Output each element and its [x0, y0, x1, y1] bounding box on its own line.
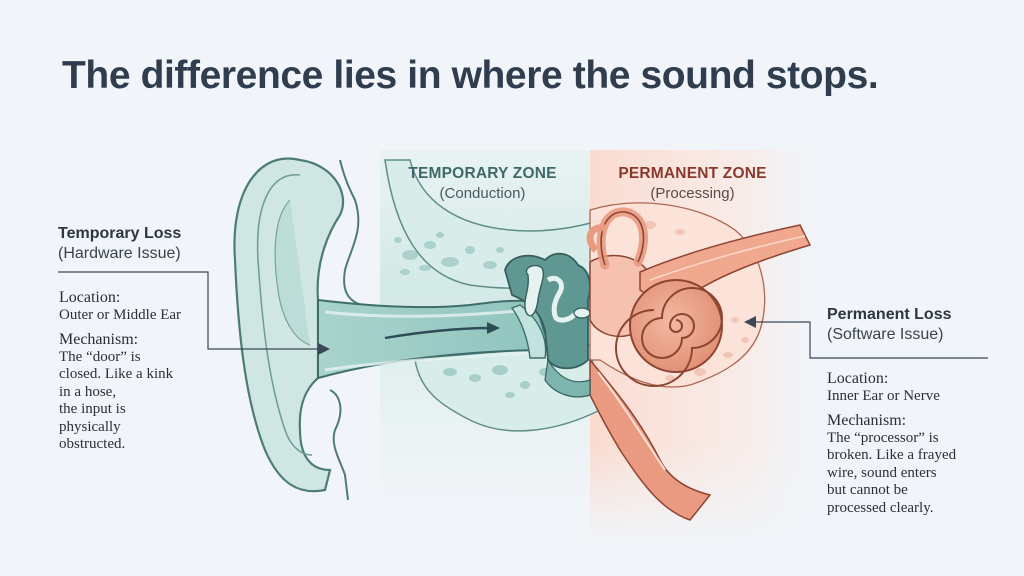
- right-arrowhead: [744, 316, 756, 328]
- permanent-mechanism-line: The “processor” is: [827, 429, 939, 446]
- right-connector-arrow: [752, 321, 988, 359]
- permanent-mechanism-line: but cannot be: [827, 482, 908, 498]
- temporary-mechanism-line: closed. Like a kink: [59, 366, 174, 382]
- sound-direction-arrow: [384, 326, 491, 340]
- temporary-mechanism-line: physically: [59, 418, 121, 435]
- temporary-loss-panel: Temporary Loss (Hardware Issue) Location…: [58, 225, 208, 452]
- temporary-loss-subtitle: (Hardware Issue): [58, 245, 181, 262]
- temporary-mechanism-label: Mechanism:: [59, 330, 139, 348]
- permanent-loss-subtitle: (Software Issue): [827, 326, 944, 343]
- temporary-mechanism-line: obstructed.: [59, 436, 126, 452]
- eardrum: [510, 304, 547, 359]
- cochlea: [615, 279, 723, 387]
- temporary-loss-title: Temporary Loss: [58, 225, 182, 242]
- page-title: The difference lies in where the sound s…: [62, 54, 879, 97]
- temporary-mechanism-line: The “door” is: [59, 348, 141, 365]
- temporary-mechanism-line: in a hose,: [59, 383, 117, 400]
- temporary-zone-label: TEMPORARY ZONE (Conduction): [395, 165, 570, 202]
- permanent-mechanism-label: Mechanism:: [827, 411, 907, 429]
- permanent-zone-title: PERMANENT ZONE: [618, 165, 767, 182]
- permanent-zone-subtitle: (Processing): [650, 185, 735, 202]
- permanent-zone-label: PERMANENT ZONE (Processing): [600, 165, 785, 202]
- permanent-mechanism-line: processed clearly.: [827, 499, 934, 516]
- temporary-zone-title: TEMPORARY ZONE: [408, 165, 557, 182]
- left-arrowhead: [318, 343, 330, 355]
- ossicles: [524, 264, 545, 317]
- permanent-location-label: Location:: [827, 370, 889, 387]
- permanent-location-value: Inner Ear or Nerve: [827, 388, 940, 404]
- permanent-mechanism-line: wire, sound enters: [827, 464, 937, 481]
- temporary-location-value: Outer or Middle Ear: [59, 307, 182, 323]
- permanent-loss-panel: Permanent Loss (Software Issue) Location…: [827, 306, 997, 516]
- left-connector-arrow: [58, 271, 322, 350]
- semicircular-canals: [586, 207, 649, 270]
- temporary-zone-subtitle: (Conduction): [439, 185, 526, 202]
- permanent-loss-title: Permanent Loss: [827, 306, 952, 323]
- temporary-location-label: Location:: [59, 289, 121, 306]
- temporary-mechanism-line: the input is: [59, 401, 126, 417]
- permanent-mechanism-line: broken. Like a frayed: [827, 447, 957, 463]
- eustachian-tube: [589, 357, 712, 521]
